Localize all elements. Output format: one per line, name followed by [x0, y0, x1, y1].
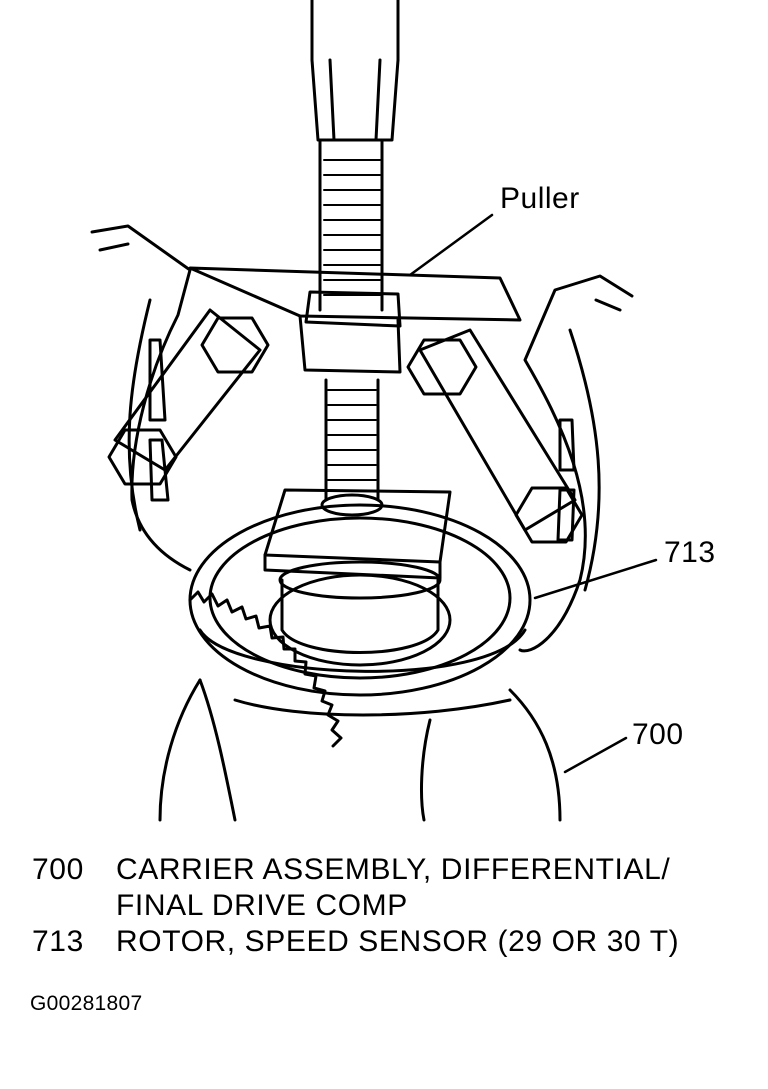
rotor-teeth — [188, 590, 343, 748]
leader-700 — [563, 736, 628, 774]
legend-text: CARRIER ASSEMBLY, DIFFERENTIAL/ — [116, 853, 671, 886]
figure-id: G00281807 — [30, 992, 143, 1015]
pressure-pad — [263, 488, 452, 580]
puller-link-arms — [107, 308, 584, 544]
legend-number: 713 — [32, 925, 84, 958]
leader-puller — [408, 213, 494, 277]
puller-illustration — [90, 0, 658, 822]
bolt-lower-right — [514, 486, 584, 544]
leader-713 — [533, 558, 658, 600]
bolt-lower-left — [107, 428, 178, 486]
legend-number: 700 — [32, 853, 84, 886]
speed-sensor-rotor — [188, 503, 532, 748]
leader-lines — [408, 213, 658, 774]
puller-jaws — [90, 224, 634, 653]
legend-entry-700: 700 CARRIER ASSEMBLY, DIFFERENTIAL/ FINA… — [32, 852, 679, 924]
legend-text: ROTOR, SPEED SENSOR (29 OR 30 T) — [116, 925, 680, 958]
parts-legend: 700 CARRIER ASSEMBLY, DIFFERENTIAL/ FINA… — [32, 852, 679, 960]
callout-700: 700 — [632, 718, 684, 751]
bolt-upper-left — [200, 316, 270, 374]
callout-puller: Puller — [500, 182, 580, 215]
callout-713: 713 — [664, 536, 716, 569]
puller-crossbar — [188, 266, 522, 374]
forcing-screw — [310, 0, 400, 517]
legend-entry-713: 713 ROTOR, SPEED SENSOR (29 OR 30 T) — [32, 924, 679, 960]
legend-text: FINAL DRIVE COMP — [116, 889, 408, 922]
bolt-upper-right — [406, 338, 478, 396]
carrier-housing — [158, 678, 562, 822]
